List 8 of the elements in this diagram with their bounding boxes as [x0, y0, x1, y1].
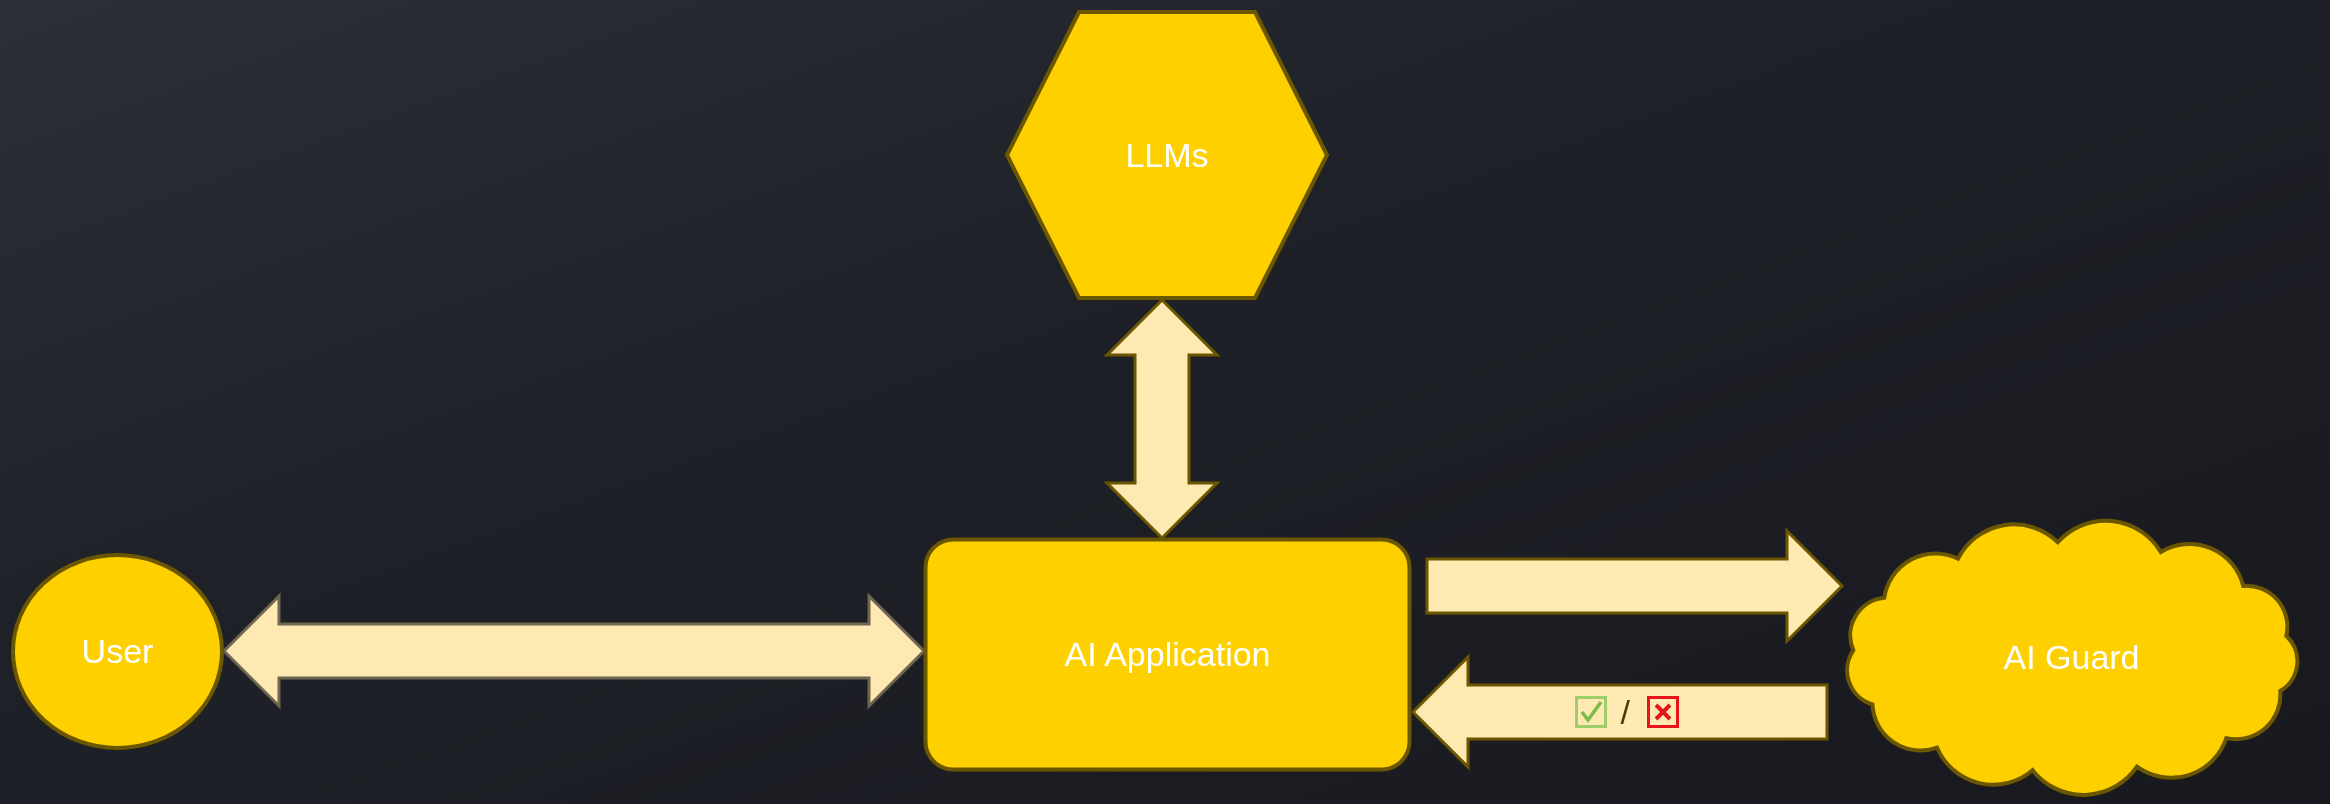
- block-arrow: [221, 592, 927, 710]
- node-label: LLMs: [1125, 135, 1209, 175]
- block-arrow: [1425, 527, 1845, 645]
- node-label: User: [81, 632, 154, 671]
- block-arrow: [1103, 297, 1221, 541]
- node-label: AI Guard: [2003, 637, 2140, 677]
- node-label: AI Application: [1064, 635, 1271, 674]
- block-arrow: [1410, 653, 1829, 771]
